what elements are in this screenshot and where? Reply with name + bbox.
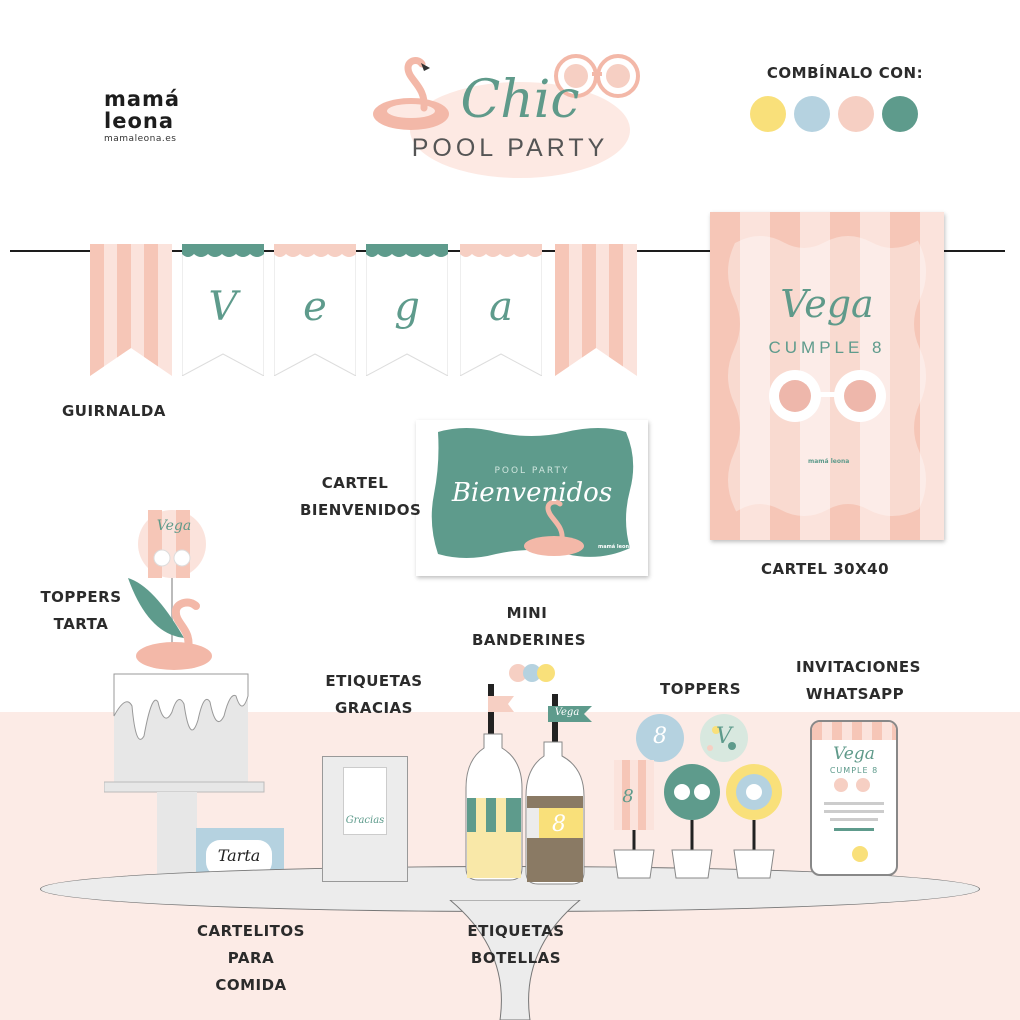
thanks-tag-text: Gracias xyxy=(345,815,385,826)
food-card-text: Tarta xyxy=(217,846,261,865)
label-mini-flags-line-2: BANDERINES xyxy=(472,631,587,649)
topper-letter: V xyxy=(716,724,732,749)
color-swatch-pink xyxy=(838,96,874,132)
bottle-label-number: 8 xyxy=(552,812,566,837)
garland-letter-1: V xyxy=(209,284,242,330)
poster-subtitle: CUMPLE 8 xyxy=(768,338,886,357)
mini-flag-text: Vega xyxy=(554,707,580,718)
flamingo-float-icon xyxy=(373,57,449,130)
cupcake-toppers xyxy=(613,714,782,879)
invite-subtitle: CUMPLE 8 xyxy=(829,766,879,775)
label-cake-toppers: TOPPERS TARTA xyxy=(40,584,122,638)
title-chic: Chic xyxy=(460,70,580,130)
color-swatch-green xyxy=(882,96,918,132)
topper-number-2: 8 xyxy=(622,786,634,807)
label-invites: INVITACIONES WHATSAPP xyxy=(796,654,921,708)
poster-name: Vega xyxy=(780,282,874,326)
brand-line-1: mamá xyxy=(104,87,181,111)
garland-flag-striped xyxy=(90,244,172,376)
cake-with-toppers xyxy=(104,510,265,793)
color-swatch-yellow xyxy=(750,96,786,132)
poster-30x40: Vega CUMPLE 8 mamá leona xyxy=(710,212,944,540)
garland-flag-striped xyxy=(555,244,637,376)
welcome-kicker: POOL PARTY xyxy=(494,466,570,476)
label-toppers: TOPPERS xyxy=(660,680,742,698)
cake-stand-column xyxy=(157,792,197,878)
label-food-cards-line-1: CARTELITOS xyxy=(197,922,305,940)
color-swatch-blue xyxy=(794,96,830,132)
label-invites-line-1: INVITACIONES xyxy=(796,658,921,676)
invitation-phone: Vega CUMPLE 8 xyxy=(810,720,898,876)
thanks-gift-bag: Gracias xyxy=(322,756,408,882)
garland-flag-a: a xyxy=(460,244,542,376)
bottles-with-labels xyxy=(465,684,592,885)
welcome-text: Bienvenidos xyxy=(451,478,613,508)
label-bottle-labels: ETIQUETAS BOTELLAS xyxy=(467,922,565,967)
label-welcome-line-1: CARTEL xyxy=(321,474,389,492)
garland-letter-2: e xyxy=(303,284,327,330)
topper-number-1: 8 xyxy=(653,724,667,749)
title-background-blob xyxy=(410,82,630,178)
title-pool-party: POOL PARTY xyxy=(411,134,609,162)
party-table-base xyxy=(449,900,581,1020)
brand-line-2: leona xyxy=(104,109,174,133)
label-cake-toppers-line-1: TOPPERS xyxy=(40,588,122,606)
sunglasses-icon xyxy=(554,54,640,98)
label-thanks-tags: ETIQUETAS GRACIAS xyxy=(322,668,426,722)
label-garland: GUIRNALDA xyxy=(62,402,166,420)
cake-topper-name: Vega xyxy=(156,518,192,534)
poster-logo: mamá leona xyxy=(808,458,850,465)
brand-logo: mamá leona mamaleona.es xyxy=(104,88,214,144)
label-thanks-line-2: GRACIAS xyxy=(335,699,413,717)
label-poster: CARTEL 30X40 xyxy=(760,560,890,578)
garland-flag-e: e xyxy=(274,244,356,376)
garland-flag-v: V xyxy=(182,244,264,376)
label-invites-line-2: WHATSAPP xyxy=(805,685,905,703)
label-food-cards-line-2: PARA COMIDA xyxy=(215,949,287,994)
label-thanks-line-1: ETIQUETAS xyxy=(325,672,423,690)
welcome-logo: mamá leona xyxy=(598,544,633,550)
brand-url: mamaleona.es xyxy=(104,134,177,144)
label-cake-toppers-line-2: TARTA xyxy=(53,615,109,633)
label-mini-flags-line-1: MINI xyxy=(506,604,548,622)
label-welcome-sign: CARTEL BIENVENIDOS xyxy=(300,470,422,524)
label-food-cards: CARTELITOS PARA COMIDA xyxy=(196,918,306,999)
garland-flag-g: g xyxy=(366,244,448,376)
label-mini-flags: MINI BANDERINES xyxy=(472,600,587,654)
mini-flag-dots xyxy=(509,664,555,682)
garland-letter-4: a xyxy=(489,284,513,330)
label-welcome-line-2: BIENVENIDOS xyxy=(300,501,422,519)
garland-letter-3: g xyxy=(394,284,420,330)
invite-name: Vega xyxy=(833,744,875,764)
palette-title: COMBÍNALO CON: xyxy=(766,64,924,82)
welcome-sign: POOL PARTY Bienvenidos mamá leona xyxy=(416,420,648,576)
